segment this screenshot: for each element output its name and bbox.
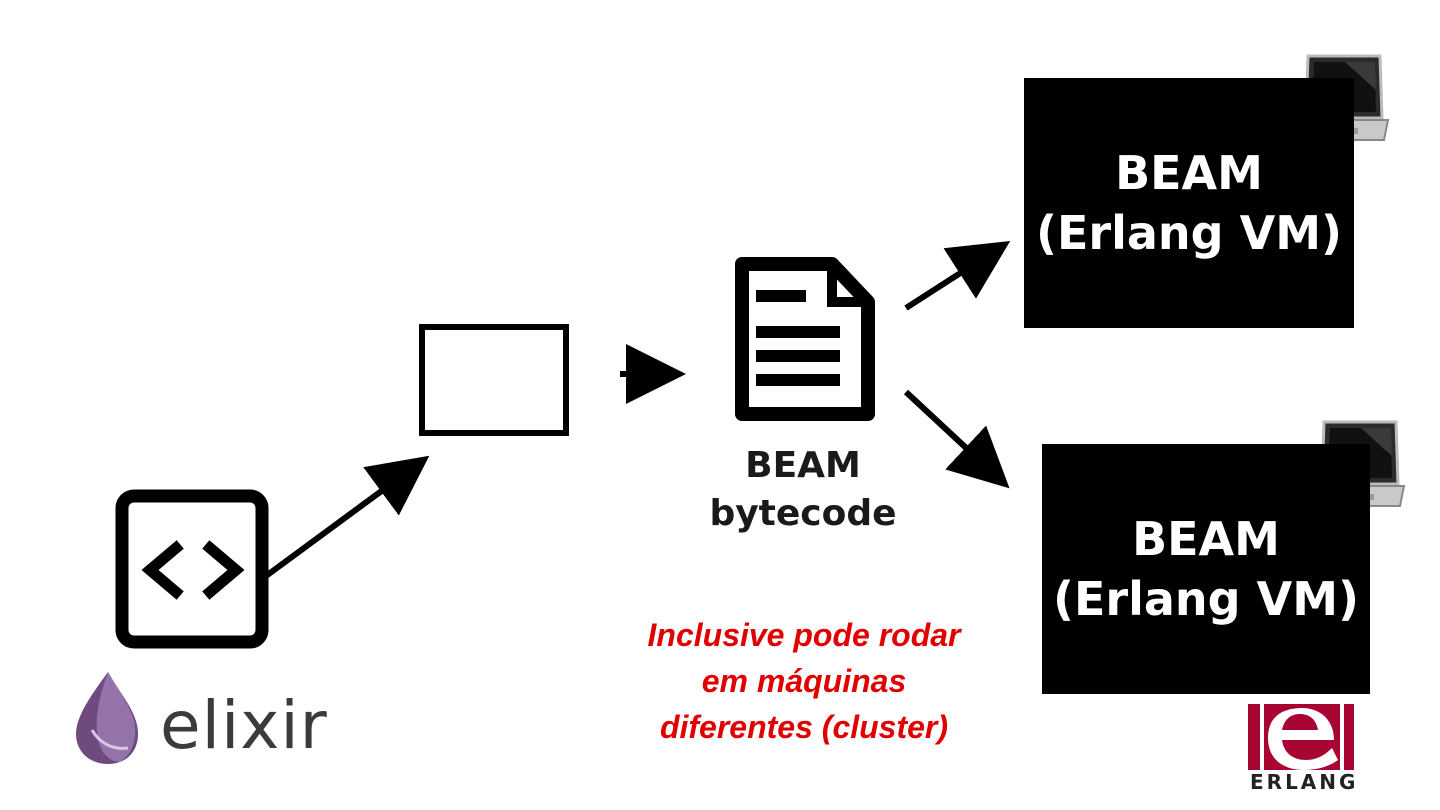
vm-bottom-line1: BEAM (1132, 512, 1280, 566)
cluster-note-line2: em máquinas (701, 663, 907, 699)
bytecode-label-line2: bytecode (709, 493, 897, 534)
bytecode-label-line1: BEAM (745, 445, 861, 486)
cluster-note: Inclusive pode rodar em máquinas diferen… (618, 612, 990, 750)
bytecode-label: BEAM bytecode (700, 442, 906, 538)
document-icon (735, 257, 875, 421)
vm-top-line1: BEAM (1115, 146, 1263, 200)
cluster-note-line3: diferentes (cluster) (659, 709, 949, 745)
arrow-bytecode-to-vm-bottom (903, 389, 1010, 489)
erlang-logo (1248, 704, 1354, 770)
erlang-logo-text: ERLANG (1250, 770, 1359, 794)
beam-vm-box-top: BEAM (Erlang VM) (1024, 78, 1354, 328)
code-icon (115, 489, 269, 649)
elixir-logo-text: elixir (160, 687, 328, 764)
arrow-source-to-compiler (264, 455, 430, 579)
arrow-bytecode-to-vm-top (904, 241, 1011, 311)
compiler-box (419, 324, 569, 436)
vm-top-line2: (Erlang VM) (1035, 206, 1343, 260)
vm-bottom-line2: (Erlang VM) (1052, 572, 1360, 626)
elixir-drop-logo (76, 672, 138, 764)
cluster-note-line1: Inclusive pode rodar (647, 617, 961, 653)
beam-vm-box-bottom: BEAM (Erlang VM) (1042, 444, 1370, 694)
